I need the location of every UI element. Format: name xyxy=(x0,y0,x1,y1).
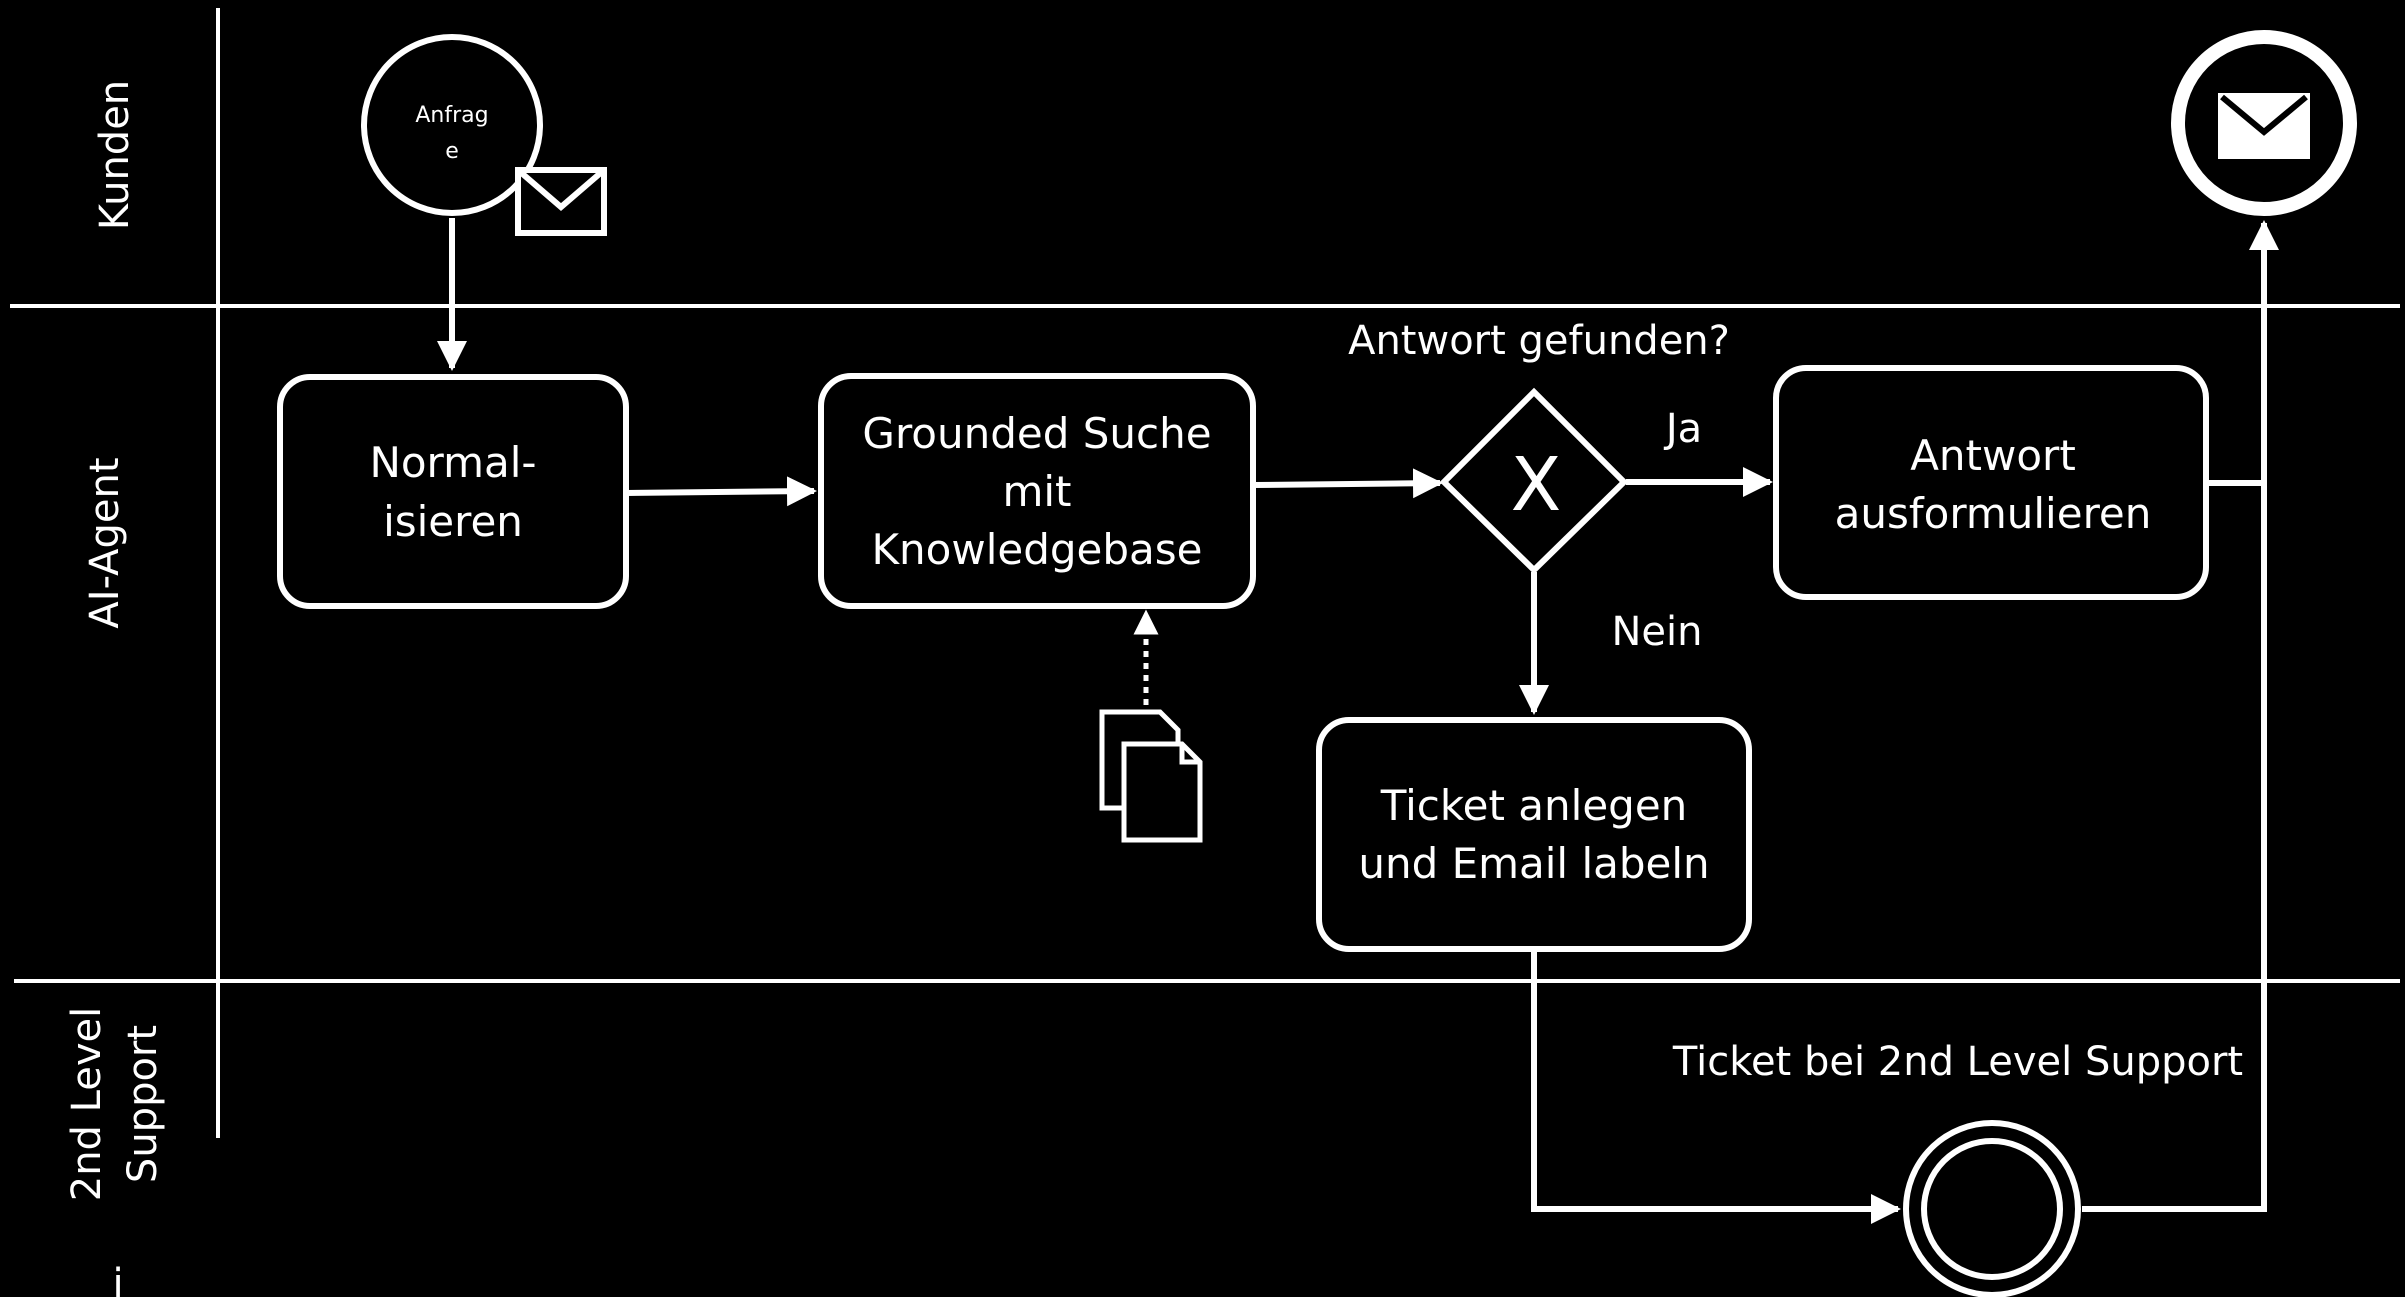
task-antwort-label-1: Antwort xyxy=(1910,431,2076,480)
lane-label-ai-agent: AI-Agent xyxy=(82,457,128,628)
start-event-label-line1: Anfrag xyxy=(415,103,488,128)
task-antwort-label-2: ausformulieren xyxy=(1835,489,2152,538)
task-suche-label-1: Grounded Suche xyxy=(862,409,1211,458)
flow-suche-to-gateway xyxy=(1253,468,1443,499)
cropped-label-fragment: i xyxy=(112,1261,123,1297)
lane-label-second-level-line1: 2nd Level xyxy=(64,1007,110,1202)
flow-intermediate-to-end xyxy=(2082,483,2267,1212)
lane-label-second-level-line2: Support xyxy=(120,1025,166,1183)
edge-label-ja: Ja xyxy=(1663,406,1702,452)
flow-normalisieren-to-suche xyxy=(625,476,817,507)
task-normalisieren-label-1: Normal- xyxy=(369,438,536,487)
flow-antwort-to-end xyxy=(2208,220,2279,486)
exclusive-gateway[interactable]: X xyxy=(1439,387,1629,575)
lane-label-kunden: Kunden xyxy=(92,80,138,230)
documents-icon[interactable] xyxy=(1099,709,1203,843)
task-normalisieren-label-2: isieren xyxy=(383,497,523,546)
task-suche-label-2: mit xyxy=(1002,467,1071,516)
task-normalisieren[interactable]: Normal- isieren xyxy=(277,374,629,609)
task-ticket-label-1: Ticket anlegen xyxy=(1380,781,1688,830)
start-event[interactable]: Anfrag e xyxy=(361,34,543,216)
end-event[interactable] xyxy=(2171,30,2357,216)
gateway-symbol: X xyxy=(1511,442,1562,528)
task-antwort-ausformulieren[interactable]: Antwort ausformulieren xyxy=(1773,365,2209,600)
task-ticket-anlegen[interactable]: Ticket anlegen und Email labeln xyxy=(1316,717,1752,952)
task-ticket-label-2: und Email labeln xyxy=(1358,839,1709,888)
start-event-label-line2: e xyxy=(445,139,459,164)
intermediate-event[interactable] xyxy=(1903,1120,2081,1297)
edge-label-nein: Nein xyxy=(1612,609,1703,655)
flow-ticket-to-intermediate xyxy=(1531,950,1901,1224)
envelope-icon xyxy=(2218,93,2310,159)
task-grounded-suche[interactable]: Grounded Suche mit Knowledgebase xyxy=(818,373,1256,609)
pool-structure xyxy=(10,8,2400,1138)
task-suche-label-3: Knowledgebase xyxy=(872,525,1203,574)
gateway-question: Antwort gefunden? xyxy=(1348,318,1730,364)
intermediate-event-label: Ticket bei 2nd Level Support xyxy=(1672,1039,2243,1085)
envelope-icon xyxy=(515,167,607,236)
